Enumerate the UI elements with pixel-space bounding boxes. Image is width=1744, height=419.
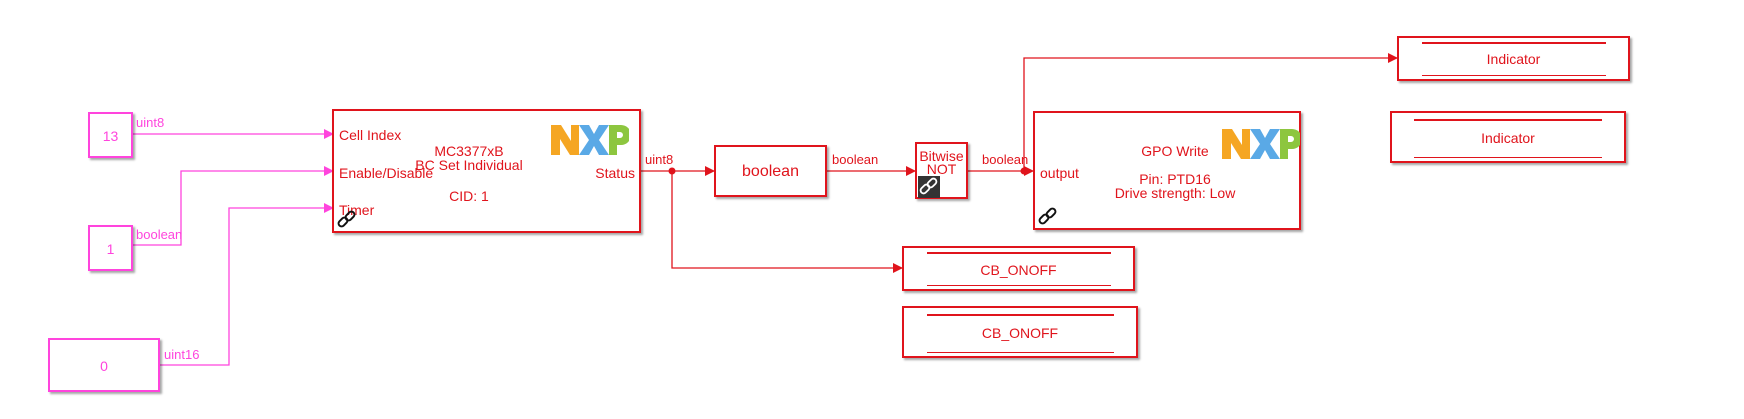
signal-type-label: uint8: [645, 152, 674, 167]
goto-block-indicator[interactable]: Indicator: [1397, 36, 1630, 81]
input-port-label: Cell Index: [339, 127, 402, 143]
nxp-logo: [551, 125, 629, 155]
signal-type-label: uint8: [136, 115, 165, 130]
constant-value: 0: [100, 358, 108, 374]
bitwise-not-block[interactable]: Bitwise NOT: [915, 142, 968, 199]
tag-label: Indicator: [1481, 130, 1535, 146]
constant-value: 1: [106, 241, 115, 257]
wire-not-branch[interactable]: [1023, 53, 1398, 171]
block-pin: Pin: PTD16: [1139, 171, 1211, 187]
block-label: boolean: [742, 163, 799, 180]
block-cid: CID: 1: [449, 188, 489, 204]
tag-label: Indicator: [1486, 51, 1541, 67]
tag-label: CB_ONOFF: [980, 262, 1057, 278]
link-icon: [1038, 207, 1057, 225]
constant-block[interactable]: 0: [48, 338, 160, 392]
wire-enable[interactable]: [133, 166, 334, 246]
wire-timer[interactable]: [160, 203, 334, 366]
tag-label: CB_ONOFF: [981, 325, 1059, 341]
signal-type-label: boolean: [832, 152, 879, 167]
input-port-label: Enable/Disable: [339, 165, 434, 181]
gpo-write-block[interactable]: output GPO Write Pin: PTD16 Drive streng…: [1033, 111, 1301, 230]
output-port-label: Status: [595, 165, 635, 181]
from-block-indicator[interactable]: Indicator: [1390, 111, 1626, 163]
signal-type-label: boolean: [982, 152, 1029, 167]
constant-block[interactable]: 1: [88, 225, 133, 271]
link-icon: [918, 176, 940, 198]
block-drive-strength: Drive strength: Low: [1114, 185, 1236, 201]
block-subtitle: BC Set Individual: [415, 157, 523, 173]
block-label: Bitwise: [919, 148, 964, 164]
goto-block-cb-onoff[interactable]: CB_ONOFF: [902, 246, 1135, 291]
input-port-label: output: [1040, 165, 1079, 181]
block-title: MC3377xB: [434, 143, 504, 159]
link-icon: [337, 210, 356, 228]
block-title: GPO Write: [1141, 143, 1209, 159]
wire-status-branch[interactable]: [671, 171, 903, 273]
from-block-cb-onoff[interactable]: CB_ONOFF: [902, 306, 1138, 358]
signal-type-label: boolean: [136, 227, 183, 242]
bc-set-individual-block[interactable]: Cell Index Enable/Disable Timer MC3377xB…: [332, 109, 641, 233]
data-type-conversion-block[interactable]: boolean: [714, 145, 827, 197]
block-label: NOT: [926, 161, 957, 177]
branch-point: [1020, 167, 1028, 175]
nxp-logo: [1222, 129, 1300, 159]
branch-point: [668, 167, 676, 175]
constant-block[interactable]: 13: [88, 112, 133, 158]
constant-value: 13: [102, 128, 119, 144]
signal-type-label: uint16: [164, 347, 200, 362]
